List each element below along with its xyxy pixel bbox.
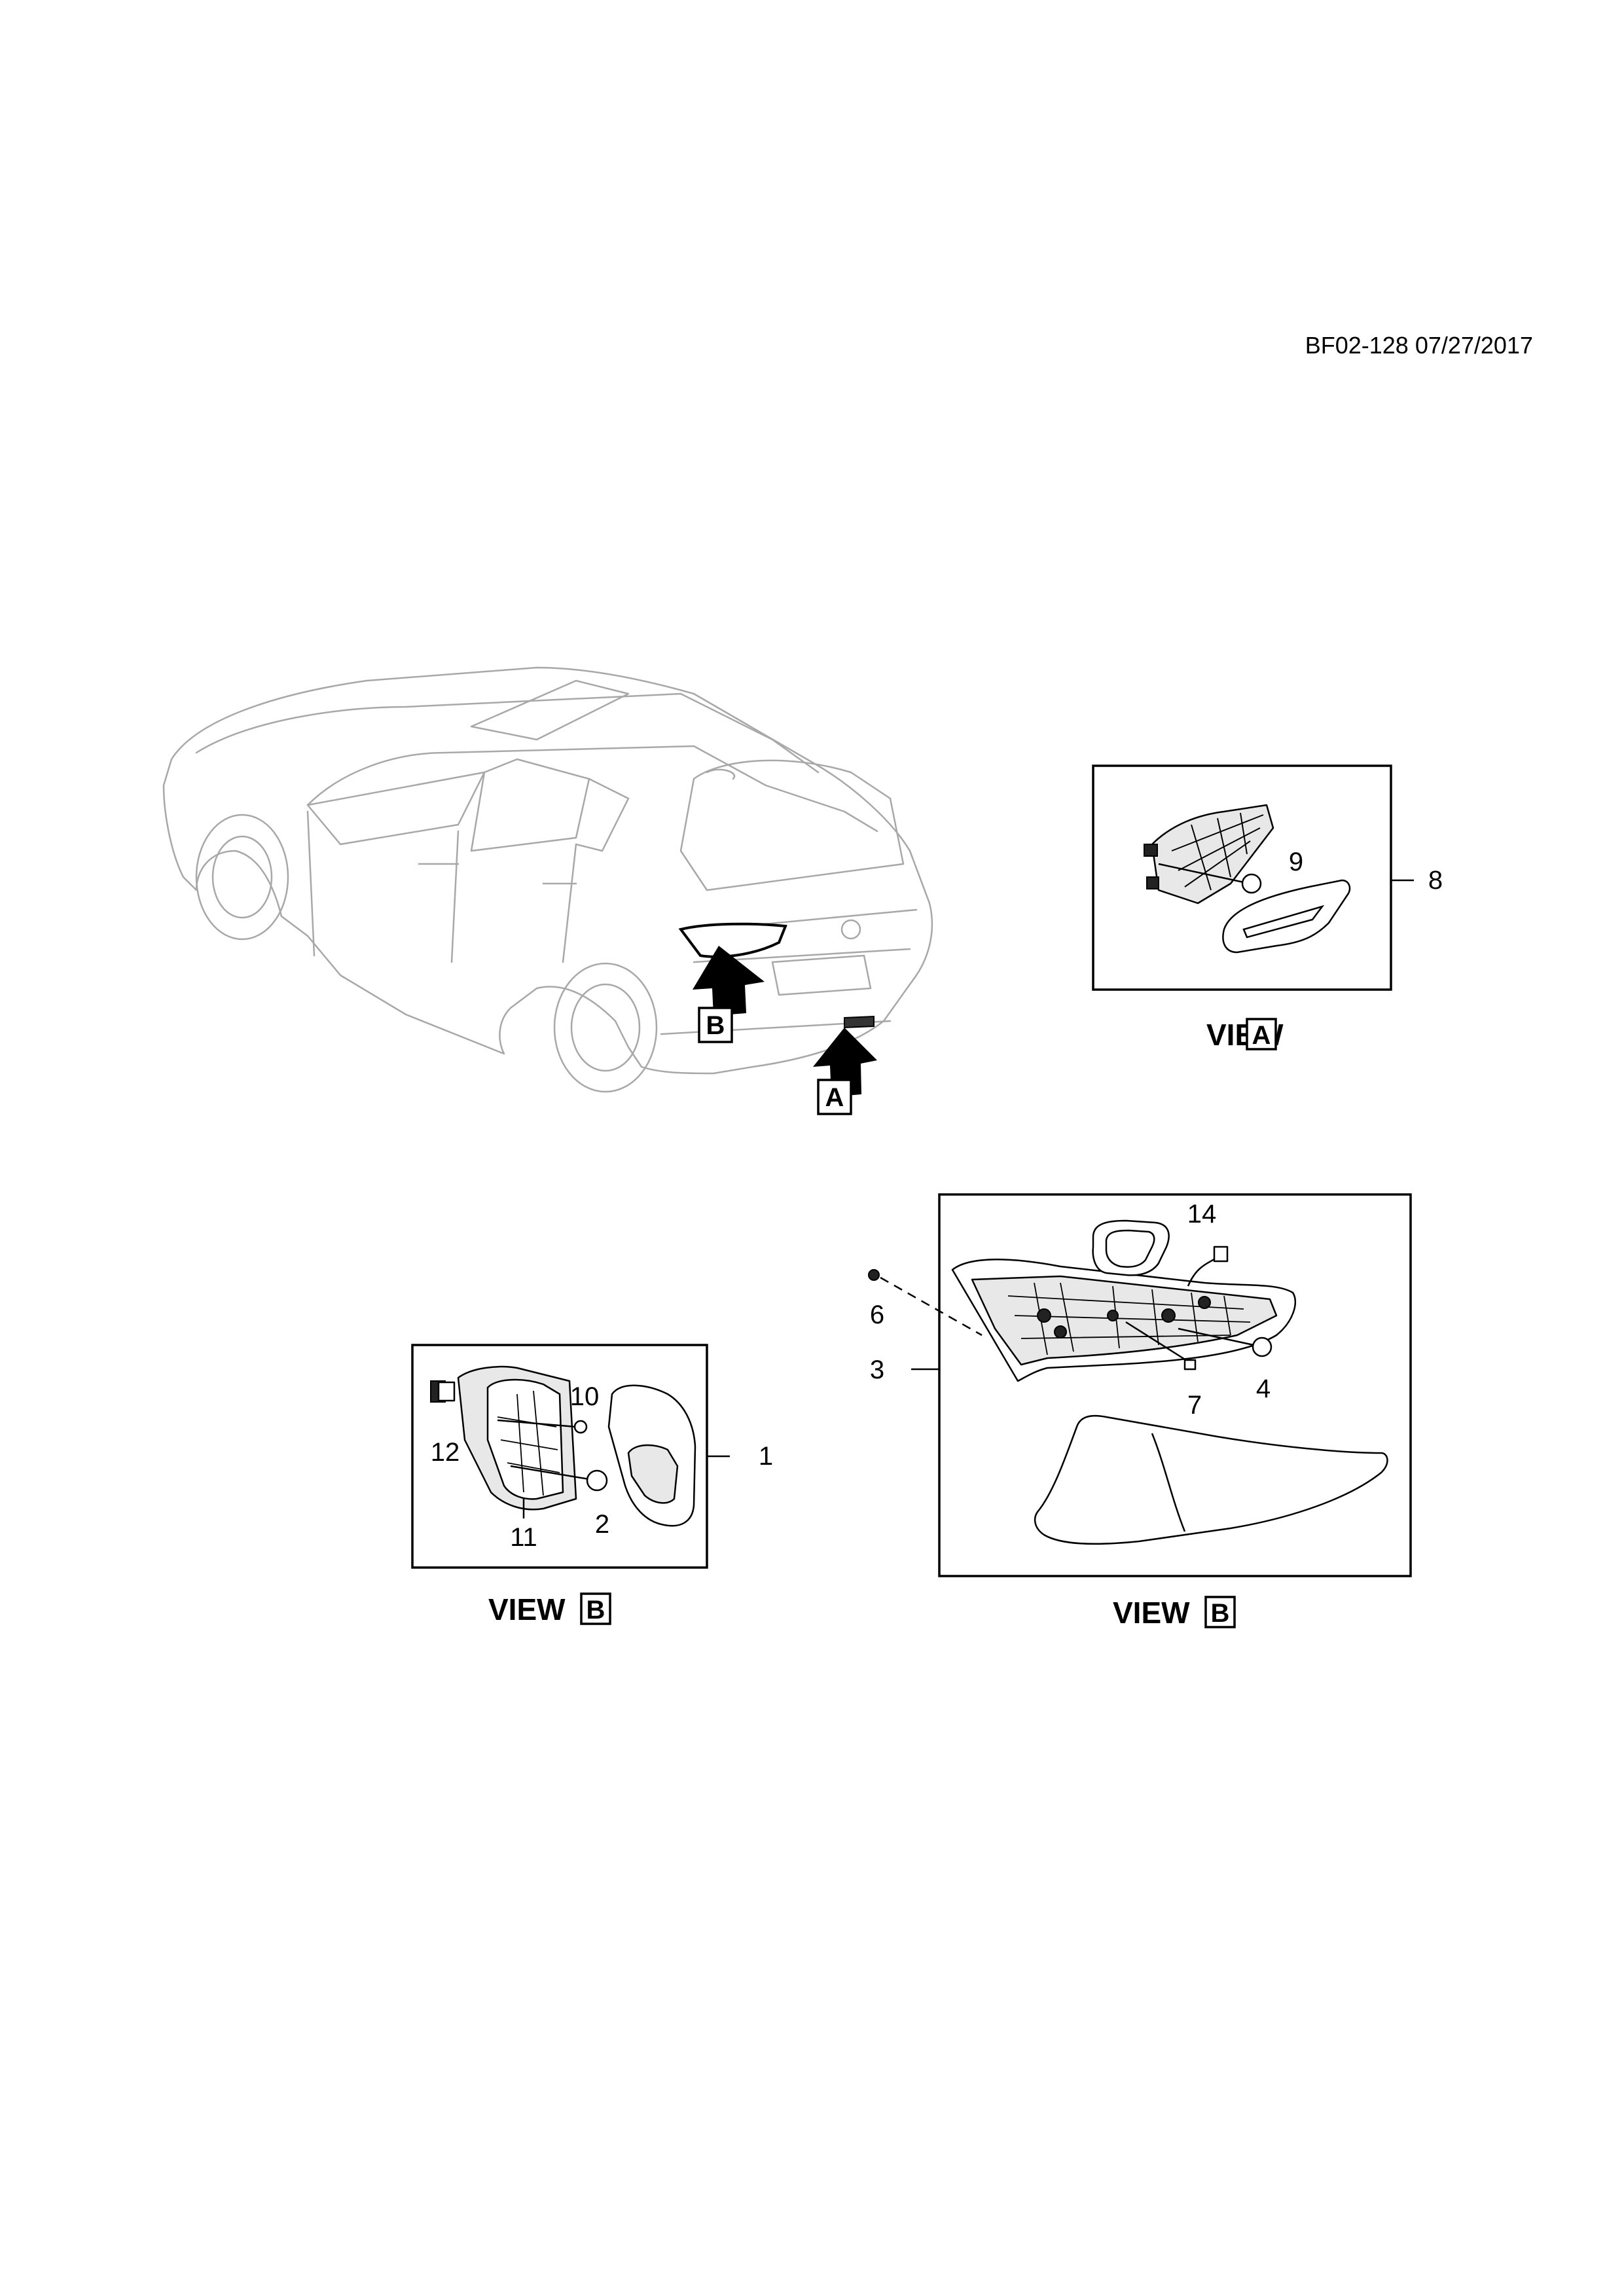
view-marker-b: B bbox=[698, 1007, 733, 1043]
reference-code: BF02-128 07/27/2017 bbox=[1305, 332, 1533, 359]
callout-9: 9 bbox=[1289, 848, 1303, 876]
callout-12: 12 bbox=[431, 1438, 460, 1467]
arrow-b-icon bbox=[693, 946, 765, 1016]
callout-4: 4 bbox=[1256, 1374, 1271, 1403]
callout-6: 6 bbox=[870, 1300, 884, 1329]
view-marker-a: A bbox=[817, 1079, 852, 1115]
view-b-small-panel: 1 10 12 2 11 bbox=[411, 1344, 773, 1569]
arrow-a-icon bbox=[813, 1028, 877, 1097]
svg-text:B: B bbox=[1211, 1599, 1230, 1628]
vehicle-overview bbox=[162, 666, 933, 1093]
callout-8: 8 bbox=[1428, 866, 1443, 895]
view-b-large-label: VIEW B bbox=[1113, 1596, 1236, 1630]
callout-7: 7 bbox=[1187, 1391, 1202, 1420]
callout-14: 14 bbox=[1187, 1200, 1217, 1229]
view-b-large-panel: 6 3 14 7 4 bbox=[868, 1193, 1412, 1577]
svg-text:B: B bbox=[706, 1011, 725, 1040]
callout-10: 10 bbox=[570, 1382, 600, 1411]
svg-text:VIEW: VIEW bbox=[488, 1592, 566, 1626]
view-a-panel: 8 9 bbox=[1092, 764, 1443, 991]
svg-text:A: A bbox=[825, 1083, 844, 1112]
svg-text:A: A bbox=[1252, 1021, 1271, 1050]
callout-1: 1 bbox=[759, 1442, 773, 1471]
view-b-small-label: VIEW B bbox=[488, 1592, 611, 1626]
view-a-label: VIEW A bbox=[1206, 1018, 1284, 1052]
callout-2: 2 bbox=[595, 1510, 609, 1539]
callout-11: 11 bbox=[510, 1523, 537, 1552]
callout-3: 3 bbox=[870, 1355, 884, 1384]
svg-text:B: B bbox=[586, 1596, 605, 1624]
svg-text:VIEW: VIEW bbox=[1113, 1596, 1190, 1630]
